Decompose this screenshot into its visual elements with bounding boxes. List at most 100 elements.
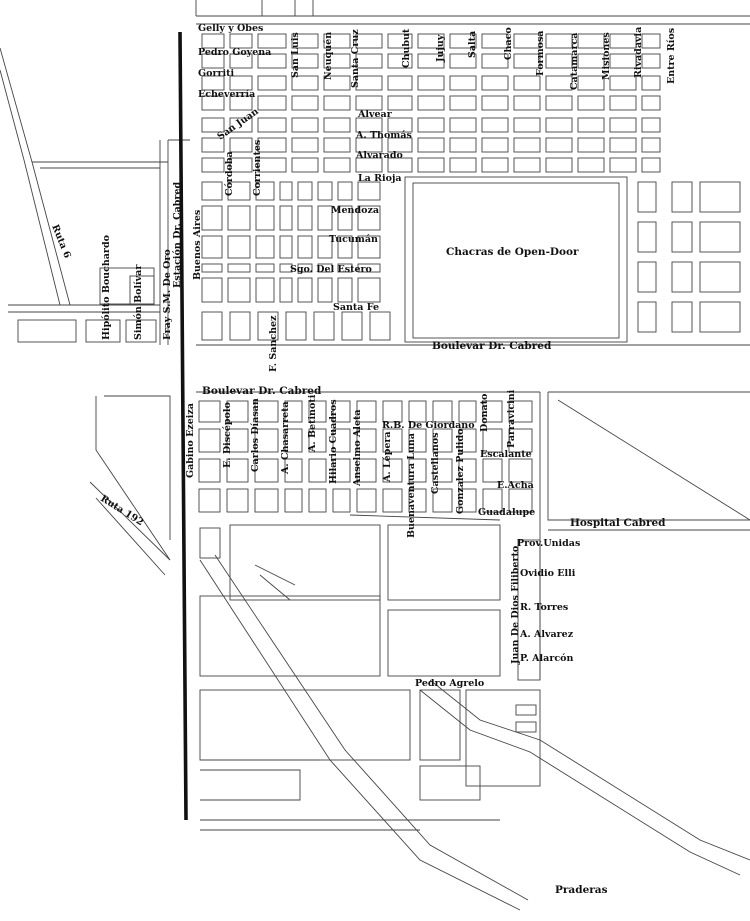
city-block: [545, 33, 573, 49]
street-donato: Donato: [479, 394, 490, 432]
street-rb-de-giordano: R.B. De Giordano: [382, 420, 475, 431]
city-block: [458, 458, 477, 483]
street-buenaventura-luna: Buenaventura Luna: [406, 433, 417, 538]
city-block: [637, 301, 657, 333]
city-block: [609, 117, 637, 133]
street-pedro-agrelo: Pedro Agrelo: [415, 678, 484, 689]
city-block: [285, 311, 307, 341]
city-block: [201, 205, 223, 231]
city-block: [229, 95, 253, 111]
city-block: [257, 137, 287, 153]
city-block: [226, 488, 249, 513]
street-castellanos: Castellanos: [430, 433, 441, 494]
street-catamarca: Catamarca: [569, 33, 580, 90]
city-block: [201, 157, 225, 173]
boulevard-dr-cabred-north: Boulevar Dr. Cabred: [432, 340, 552, 352]
city-block: [227, 205, 251, 231]
city-block: [201, 263, 223, 273]
city-block: [481, 137, 509, 153]
city-block: [257, 95, 287, 111]
city-block: [449, 75, 477, 91]
city-block: [227, 181, 251, 201]
street-a-lepera: A. Lépera: [382, 431, 393, 483]
city-block: [356, 428, 377, 453]
city-block: [279, 277, 293, 303]
street-gonzalez-pulido: Gonzalez Pulido: [455, 428, 466, 514]
city-block: [229, 137, 253, 153]
city-block: [337, 181, 353, 201]
city-block: [229, 75, 253, 91]
street-r-torres: R. Torres: [520, 602, 568, 613]
street-tucuman: Tucumán: [329, 234, 378, 245]
city-block: [482, 400, 503, 423]
street-p-alarcon: P. Alarcón: [520, 653, 573, 664]
street-san-juan: San Juan: [215, 106, 260, 142]
city-block: [449, 137, 477, 153]
city-block: [323, 117, 351, 133]
street-juan-de-dios-filiberto: Juan De Dios Filiberto: [510, 546, 521, 665]
city-block: [254, 428, 279, 453]
city-block: [671, 301, 693, 333]
city-block: [308, 428, 327, 453]
city-block: [545, 53, 573, 69]
street-rivadavia: Rivadavia: [633, 27, 644, 78]
street-corrientes: Corrientes: [252, 140, 263, 196]
city-block: [255, 263, 275, 273]
city-block: [226, 428, 249, 453]
city-block: [356, 458, 377, 483]
city-block: [577, 157, 605, 173]
city-block: [357, 235, 381, 259]
city-block: [609, 95, 637, 111]
street-ovidio-elli: Ovidio Elli: [520, 568, 576, 579]
city-block: [417, 75, 445, 91]
city-block: [317, 181, 333, 201]
street-gabino-ezeiza: Gabino Ezeiza: [185, 403, 196, 478]
city-block: [257, 75, 287, 91]
city-block: [201, 53, 225, 69]
city-block: [198, 400, 221, 423]
street-simon-bolivar: Simón Bolívar: [133, 264, 144, 340]
city-block: [481, 117, 509, 133]
city-block: [254, 458, 279, 483]
city-block: [201, 137, 225, 153]
city-block: [513, 117, 541, 133]
city-block: [198, 458, 221, 483]
city-block: [641, 33, 661, 49]
city-block: [408, 428, 427, 453]
city-block: [609, 33, 637, 49]
city-block: [279, 181, 293, 201]
street-echeverria: Echeverría: [198, 89, 255, 100]
city-block: [699, 261, 741, 293]
city-block: [417, 53, 445, 69]
street-misiones: Misiones: [601, 32, 612, 80]
city-block: [254, 488, 279, 513]
city-block: [481, 53, 509, 69]
city-block: [408, 400, 427, 423]
street-santa-fe: Santa Fe: [333, 302, 379, 313]
city-block: [323, 75, 351, 91]
city-block: [254, 400, 279, 423]
city-block: [637, 261, 657, 293]
city-block: [337, 277, 353, 303]
city-block: [323, 33, 351, 49]
city-block: [508, 458, 533, 483]
city-block: [257, 157, 287, 173]
city-blocks-south: [198, 400, 533, 513]
city-block: [408, 458, 427, 483]
city-block: [545, 75, 573, 91]
city-block: [355, 157, 383, 173]
city-block: [481, 33, 509, 49]
city-block: [357, 277, 381, 303]
city-block: [284, 428, 303, 453]
city-block: [297, 235, 313, 259]
city-block: [513, 95, 541, 111]
city-block: [323, 137, 351, 153]
city-block: [323, 95, 351, 111]
city-block: [508, 488, 533, 513]
city-block: [545, 157, 573, 173]
street-sgo-del-estero: Sgo. Del Estero: [290, 264, 372, 275]
city-block: [226, 400, 249, 423]
city-block: [671, 181, 693, 213]
city-block: [332, 458, 351, 483]
